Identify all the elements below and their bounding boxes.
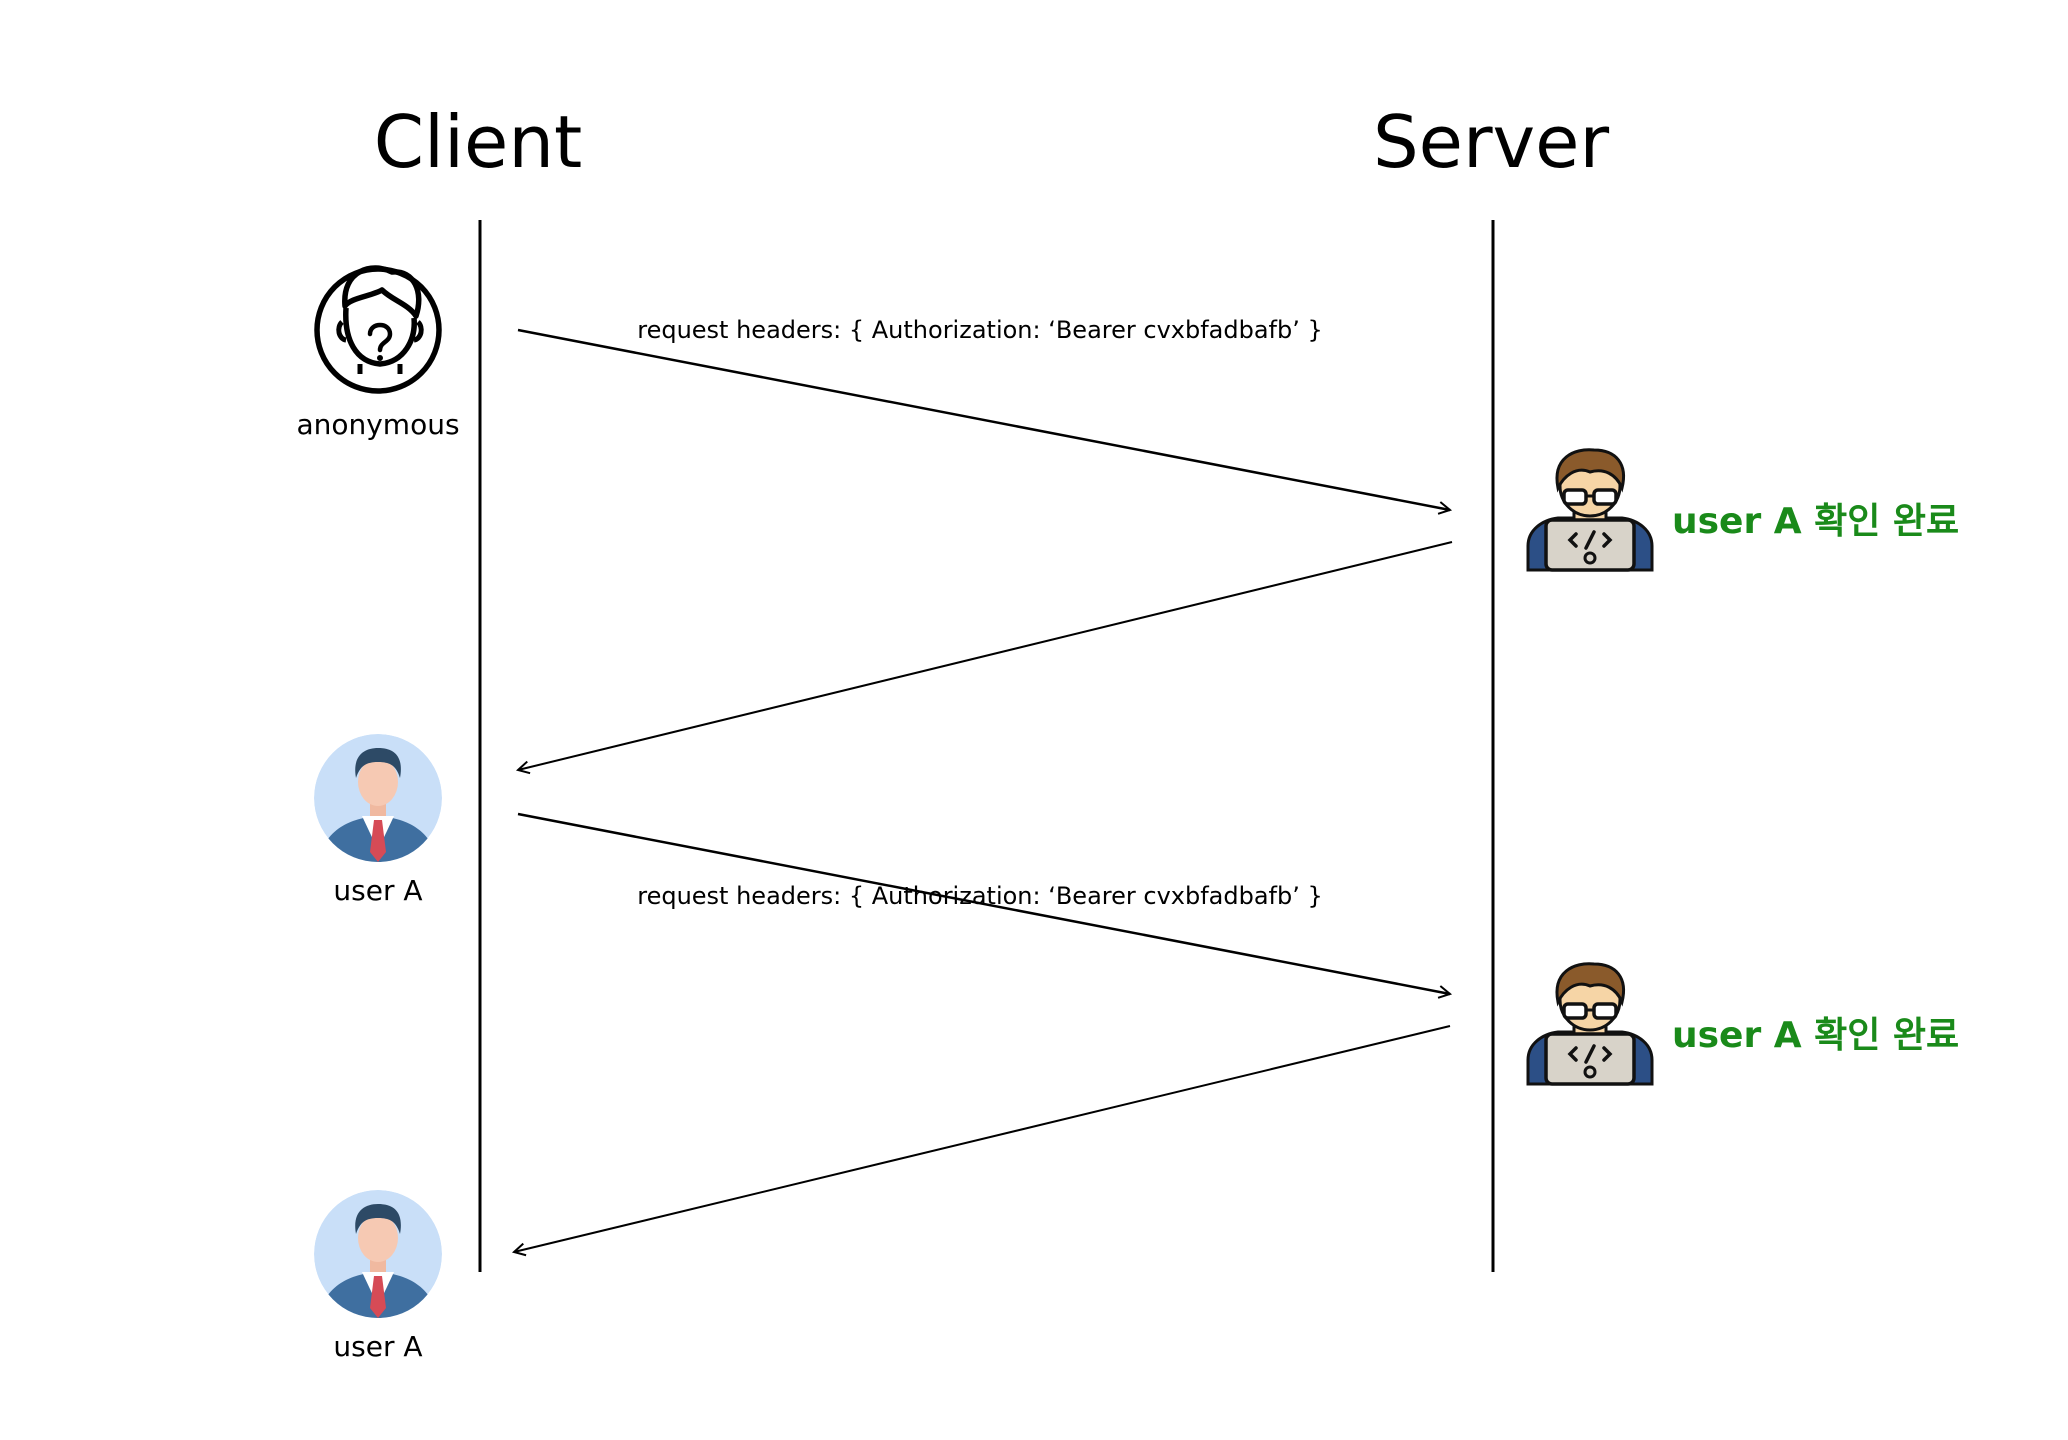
user-a-label-2: user A: [333, 1330, 423, 1363]
request-arrow-1: [517, 328, 1450, 510]
response-arrow-2: [514, 1025, 1451, 1252]
server-status-1: user A 확인 완료: [1672, 501, 1960, 542]
request-label-2: request headers: { Authorization: ‘Beare…: [637, 882, 1323, 910]
anonymous-label: anonymous: [296, 408, 460, 441]
response-arrow-1: [518, 541, 1453, 770]
server-status-2: user A 확인 완료: [1672, 1015, 1960, 1056]
participant-server-title: Server: [1372, 100, 1610, 184]
request-arrow-2: [517, 812, 1450, 994]
participant-client-title: Client: [373, 100, 583, 184]
user-a-label-1: user A: [333, 874, 423, 907]
request-label-1: request headers: { Authorization: ‘Beare…: [637, 316, 1323, 344]
